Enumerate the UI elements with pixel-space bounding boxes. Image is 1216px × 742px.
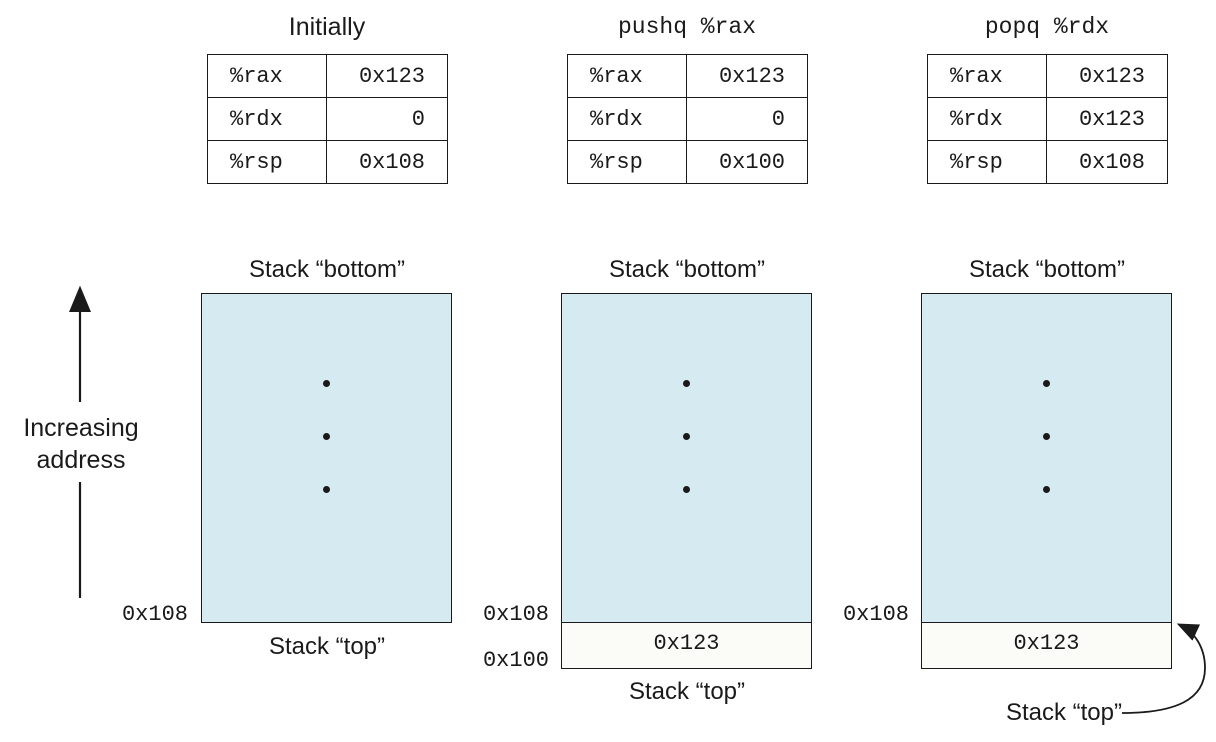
register-name: %rdx	[207, 97, 327, 141]
register-name: %rax	[567, 54, 687, 98]
register-name: %rsp	[567, 140, 687, 184]
register-value: 0x123	[686, 54, 808, 98]
stack-cell-stale: 0x123	[921, 622, 1172, 669]
register-row: %rax 0x123	[567, 54, 808, 98]
stack-top-pointer-arrow	[1121, 623, 1206, 714]
stack-top-label: Stack “top”	[1005, 699, 1122, 726]
register-row: %rdx 0	[567, 97, 808, 141]
ellipsis-dot	[683, 486, 690, 493]
ellipsis-dot	[683, 433, 690, 440]
ellipsis-dot	[323, 486, 330, 493]
address-label: 0x108	[482, 602, 549, 627]
address-label: 0x108	[121, 602, 188, 627]
stack-column: 0x123	[921, 0, 1172, 742]
register-name: %rax	[207, 54, 327, 98]
register-value: 0x123	[1046, 54, 1168, 98]
ellipsis-dot	[683, 380, 690, 387]
register-row: %rax 0x123	[927, 54, 1168, 98]
register-row: %rsp 0x108	[927, 140, 1168, 184]
ellipsis-dot	[323, 433, 330, 440]
stack-region	[921, 293, 1172, 623]
stack-cell-pushed: 0x123	[561, 622, 812, 669]
register-name: %rsp	[207, 140, 327, 184]
ellipsis-dot	[323, 380, 330, 387]
stack-top-label: Stack “top”	[268, 633, 386, 660]
stack-region	[201, 293, 452, 623]
register-table: %rax 0x123 %rdx 0 %rsp 0x108	[207, 54, 448, 184]
panel-title: Initially	[288, 13, 366, 41]
stack-column	[201, 0, 452, 742]
register-row: %rsp 0x100	[567, 140, 808, 184]
stack-column: 0x123	[561, 0, 812, 742]
axis-label-line2: address	[36, 446, 126, 474]
register-name: %rax	[927, 54, 1047, 98]
ellipsis-dot	[1043, 486, 1050, 493]
register-value: 0x100	[686, 140, 808, 184]
axis-label: Increasing address	[0, 412, 162, 476]
register-name: %rdx	[567, 97, 687, 141]
stack-bottom-label: Stack “bottom”	[608, 256, 766, 283]
address-label: 0x100	[482, 648, 549, 673]
panel-title: pushq %rax	[617, 14, 757, 40]
axis-label-line1: Increasing	[23, 414, 139, 442]
register-value: 0x108	[1046, 140, 1168, 184]
register-name: %rdx	[927, 97, 1047, 141]
register-row: %rax 0x123	[207, 54, 448, 98]
address-label: 0x108	[842, 602, 909, 627]
ellipsis-dot	[1043, 380, 1050, 387]
register-name: %rsp	[927, 140, 1047, 184]
register-value: 0x123	[1046, 97, 1168, 141]
register-value: 0x123	[326, 54, 448, 98]
panel-title: popq %rdx	[984, 14, 1110, 40]
register-table: %rax 0x123 %rdx 0 %rsp 0x100	[567, 54, 808, 184]
stack-region	[561, 293, 812, 623]
ellipsis-dot	[1043, 433, 1050, 440]
stack-top-label: Stack “top”	[628, 678, 746, 705]
register-table: %rax 0x123 %rdx 0x123 %rsp 0x108	[927, 54, 1168, 184]
stack-bottom-label: Stack “bottom”	[248, 256, 406, 283]
register-row: %rsp 0x108	[207, 140, 448, 184]
stack-bottom-label: Stack “bottom”	[968, 256, 1126, 283]
register-value: 0x108	[326, 140, 448, 184]
register-row: %rdx 0x123	[927, 97, 1168, 141]
